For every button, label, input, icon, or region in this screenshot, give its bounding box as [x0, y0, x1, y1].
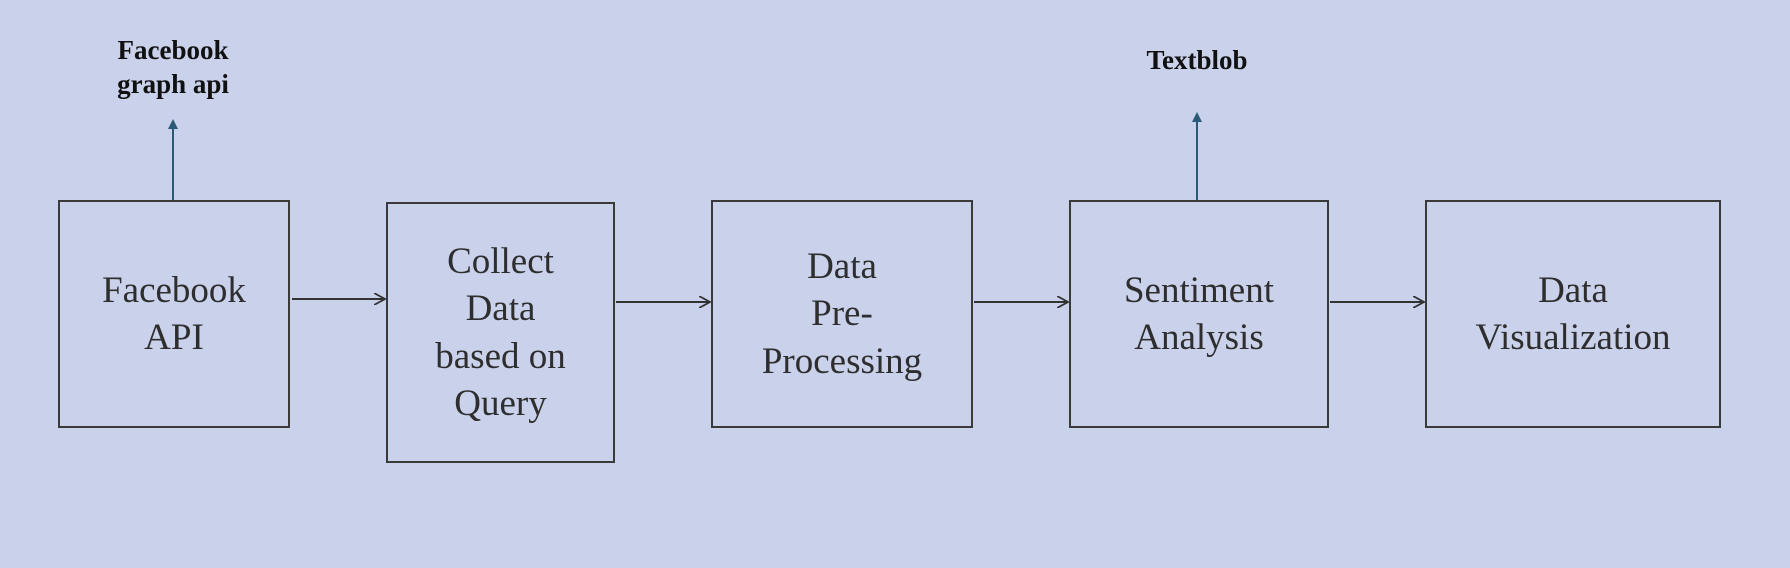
node-collect-data: Collect Data based on Query: [386, 202, 615, 463]
node-sentiment-analysis: Sentiment Analysis: [1069, 200, 1329, 428]
node-data-visualization: Data Visualization: [1425, 200, 1721, 428]
tool-label-textblob: Textblob: [1146, 45, 1248, 75]
node-sentiment-analysis-label: Sentiment Analysis: [1123, 269, 1275, 358]
node-facebook-api: Facebook API: [58, 200, 290, 428]
node-pre-processing: Data Pre- Processing: [711, 200, 973, 428]
node-facebook-api-label: Facebook API: [102, 269, 246, 358]
node-data-visualization-label: Data Visualization: [1475, 269, 1671, 358]
node-collect-data-label: Collect Data based on Query: [435, 240, 566, 424]
node-pre-processing-label: Data Pre- Processing: [761, 245, 923, 382]
tool-label-facebook-graph-api: Facebook graph api: [117, 35, 229, 99]
